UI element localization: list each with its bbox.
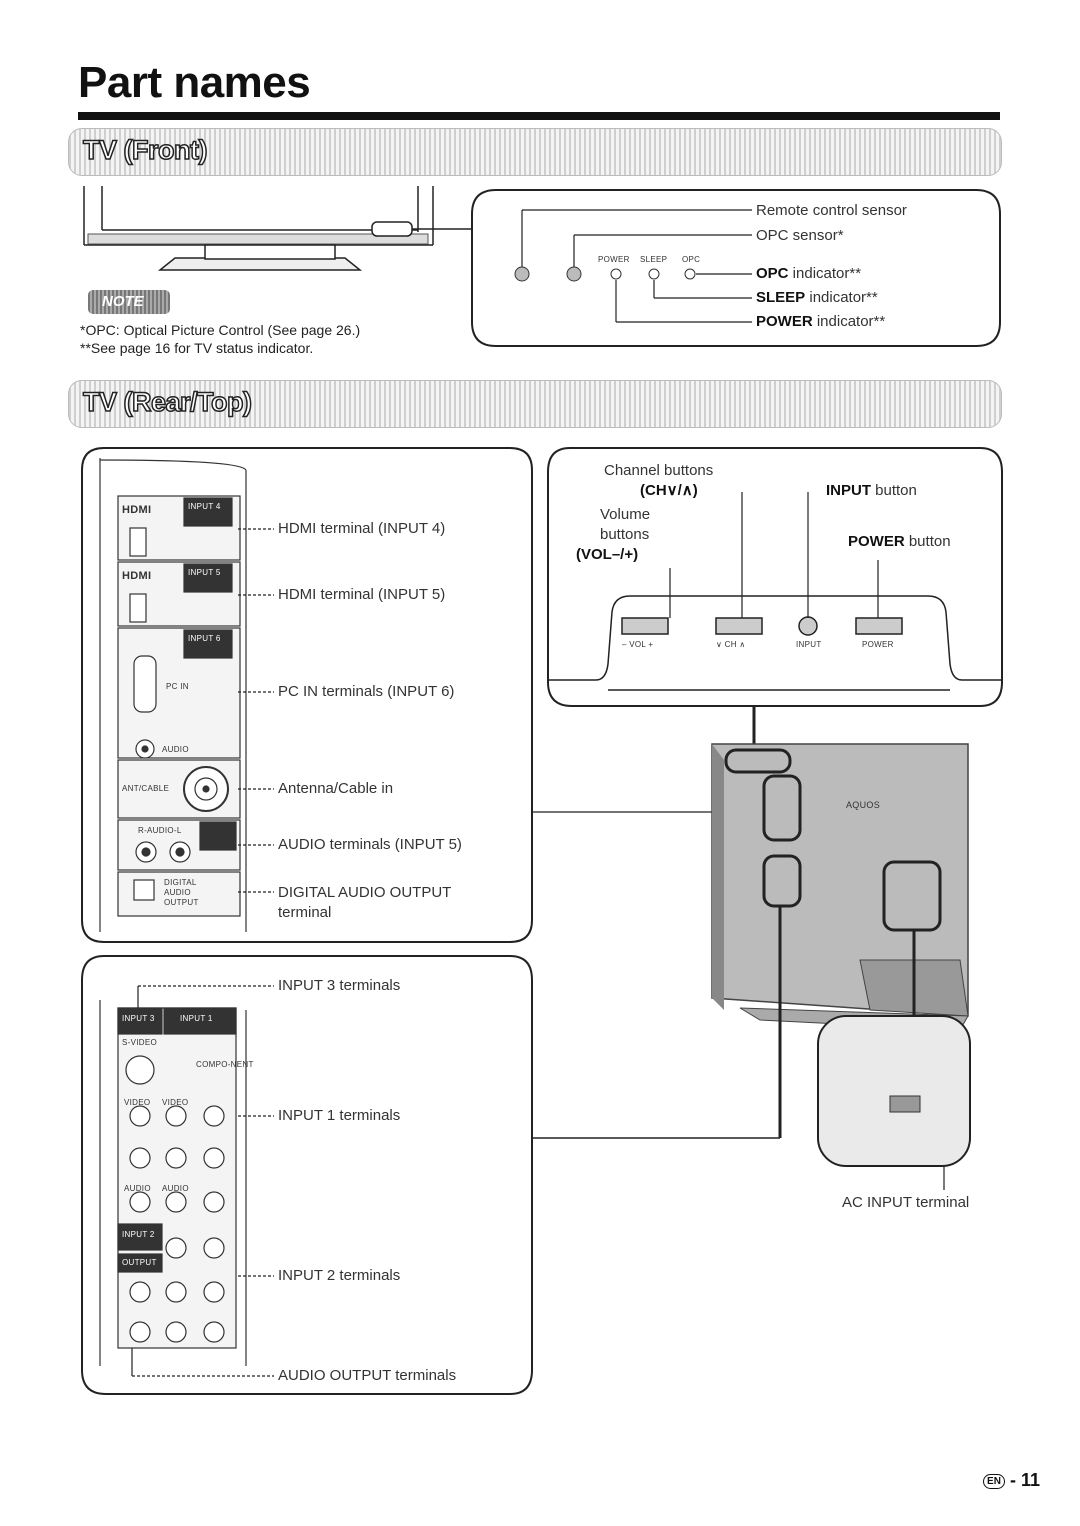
- power-led-dot: [610, 268, 622, 280]
- note-badge: NOTE: [88, 290, 170, 314]
- top-panel-illustration: [548, 595, 1002, 691]
- label-remote-sensor: Remote control sensor: [756, 202, 907, 219]
- section-bar-rear: TV (Rear/Top): [68, 380, 1002, 428]
- top-ch-text: ∨ CH ∧: [716, 640, 746, 649]
- panel-digital: DIGITAL: [164, 878, 197, 887]
- top-vol-text: – VOL +: [622, 640, 654, 649]
- section-heading-front: TV (Front): [82, 134, 208, 166]
- rear-tv-illustration: [711, 743, 969, 1031]
- rear-terminal-illustration: [99, 1000, 247, 1366]
- panel-input6: INPUT 6: [188, 634, 221, 643]
- panel-input5: INPUT 5: [188, 568, 221, 577]
- note-line-1: *OPC: Optical Picture Control (See page …: [80, 322, 361, 338]
- label-input-button: INPUT button: [826, 482, 917, 499]
- panel-audio: AUDIO: [162, 745, 189, 754]
- tv-front-illustration: [83, 186, 472, 271]
- panel-opc-text: OPC: [682, 255, 701, 264]
- panel-video-1: VIDEO: [162, 1098, 189, 1107]
- section-heading-rear: TV (Rear/Top): [82, 386, 252, 418]
- panel-input1: INPUT 1: [180, 1014, 213, 1023]
- panel-raudiol: R-AUDIO-L: [138, 826, 182, 835]
- panel-antcable: ANT/CABLE: [122, 784, 170, 793]
- rca-jacks: [129, 1105, 225, 1343]
- panel-digital-audio: AUDIO: [164, 888, 191, 897]
- ac-inlet-inset: [817, 1015, 971, 1167]
- language-badge: EN: [983, 1473, 1005, 1489]
- panel-input2: INPUT 2: [122, 1230, 155, 1239]
- sleep-led-dot: [648, 268, 660, 280]
- label-power-button: POWER button: [848, 533, 951, 550]
- label-hdmi-input4: HDMI terminal (INPUT 4): [278, 520, 446, 537]
- label-vol-buttons: buttons: [600, 526, 650, 543]
- label-power-indicator: POWER indicator**: [756, 313, 886, 330]
- label-digital-terminal: terminal: [278, 904, 332, 921]
- label-audio-output-terminals: AUDIO OUTPUT terminals: [278, 1367, 457, 1384]
- front-indicator-lines: [521, 209, 752, 323]
- page-number-value: 11: [1020, 1470, 1040, 1490]
- section-bar-front: TV (Front): [68, 128, 1002, 176]
- label-ch-symbol: (CH∨/∧): [640, 482, 698, 499]
- label-opc-sensor: OPC sensor*: [756, 227, 844, 244]
- panel-hdmi-logo-5: HDMI: [122, 570, 152, 582]
- title-rule: [78, 112, 1000, 120]
- page-number: EN - 11: [983, 1470, 1040, 1491]
- opc-led-dot: [684, 268, 696, 280]
- label-pcin: PC IN terminals (INPUT 6): [278, 683, 455, 700]
- panel-pcin: PC IN: [166, 682, 189, 691]
- label-hdmi-input5: HDMI terminal (INPUT 5): [278, 586, 446, 603]
- top-power-text: POWER: [862, 640, 894, 649]
- side-panel-illustration: [99, 458, 247, 932]
- panel-audio-3: AUDIO: [124, 1184, 151, 1193]
- panel-hdmi-logo-4: HDMI: [122, 504, 152, 516]
- panel-input4: INPUT 4: [188, 502, 221, 511]
- remote-sensor-dot: [514, 266, 530, 282]
- label-input2-terminals: INPUT 2 terminals: [278, 1267, 401, 1284]
- panel-video-3: VIDEO: [124, 1098, 151, 1107]
- label-volume: Volume: [600, 506, 651, 523]
- panel-digital-output: OUTPUT: [164, 898, 199, 907]
- bottom-leader-lines: [131, 985, 274, 1377]
- label-opc-indicator: OPC indicator**: [756, 265, 862, 282]
- opc-sensor-dot: [566, 266, 582, 282]
- panel-svideo: S-VIDEO: [122, 1038, 157, 1047]
- panel-power-text: POWER: [598, 255, 630, 264]
- label-channel-buttons: Channel buttons: [604, 462, 714, 479]
- note-line-2: **See page 16 for TV status indicator.: [80, 340, 314, 356]
- label-ac-input: AC INPUT terminal: [842, 1194, 970, 1211]
- label-audio-input5: AUDIO terminals (INPUT 5): [278, 836, 462, 853]
- panel-output: OUTPUT: [122, 1258, 157, 1267]
- panel-audio-1: AUDIO: [162, 1184, 189, 1193]
- panel-sleep-text: SLEEP: [640, 255, 668, 264]
- top-leader-lines: [669, 492, 879, 618]
- label-vol-symbol: (VOL–/+): [576, 546, 639, 563]
- rear-aquos-logo: AQUOS: [846, 800, 881, 810]
- top-input-text: INPUT: [796, 640, 822, 649]
- label-input1-terminals: INPUT 1 terminals: [278, 1107, 401, 1124]
- panel-compo: COMPO-NENT: [196, 1060, 254, 1069]
- label-input3-terminals: INPUT 3 terminals: [278, 977, 401, 994]
- page-title: Part names: [78, 58, 311, 107]
- panel-input3: INPUT 3: [122, 1014, 155, 1023]
- label-digital-audio: DIGITAL AUDIO OUTPUT: [278, 884, 452, 901]
- label-antenna: Antenna/Cable in: [278, 780, 394, 797]
- label-sleep-indicator: SLEEP indicator**: [756, 289, 878, 306]
